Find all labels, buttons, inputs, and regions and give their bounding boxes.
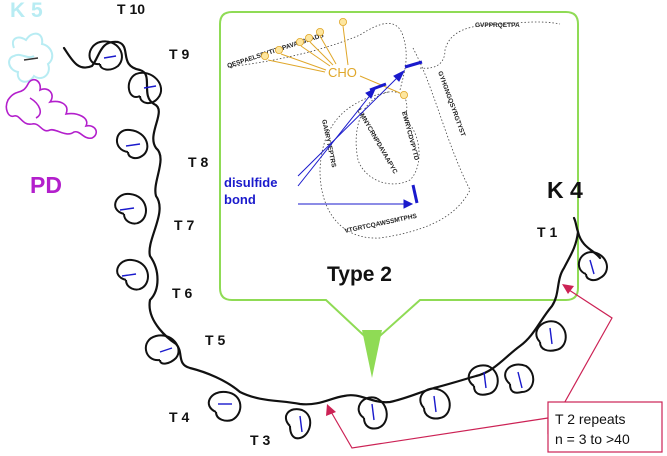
kringle-5-domain: K 5 xyxy=(8,0,54,83)
kringle-label-t1: T 1 xyxy=(537,224,557,240)
kringle-loop-t5 xyxy=(145,334,180,365)
disulfide-arrow-1 xyxy=(297,74,401,177)
kringle-label-t5: T 5 xyxy=(205,332,225,348)
kringle-loop-t8 xyxy=(116,128,149,160)
sequence-bottom: VTGRTCQAWSSMTPHS xyxy=(344,213,418,235)
kringle-label-t7: T 7 xyxy=(174,217,194,233)
protease-domain-shape xyxy=(5,78,98,140)
disulfide-arrowhead-2 xyxy=(365,88,376,99)
cho-arrow-5 xyxy=(319,35,337,65)
kringle-label-t10: T 10 xyxy=(117,1,145,17)
glyco-site-4 xyxy=(304,34,313,43)
protease-domain: PD xyxy=(5,78,98,198)
cho-arrow-3 xyxy=(300,45,331,67)
glyco-site-6 xyxy=(338,17,347,26)
kringle-bond-t2b xyxy=(433,395,437,413)
inset-title: Type 2 xyxy=(327,263,392,286)
disulfide-bar-3 xyxy=(411,184,419,204)
cho-arrows xyxy=(267,25,401,94)
disulfide-arrowhead-3 xyxy=(403,199,414,209)
glyco-site-3 xyxy=(295,38,304,47)
inset-loop-large xyxy=(319,47,471,239)
kringle-loop-t2d xyxy=(504,363,535,394)
sequence-inner: LIMNYCRNPDAVAAPYC xyxy=(355,108,398,176)
disulfide-label-line1: disulfide xyxy=(224,175,277,190)
kringle-bond-t2c xyxy=(483,371,487,389)
sequence-top-right: GVPPRQETPA xyxy=(475,22,520,29)
inset-chain-top xyxy=(227,23,407,91)
inset-pointer-arrow xyxy=(362,330,382,378)
cho-arrow-7 xyxy=(359,75,401,94)
kringle-label-t6: T 6 xyxy=(172,285,192,301)
kringle-bond-t7 xyxy=(119,207,135,211)
kringle-loop-t4 xyxy=(207,390,242,422)
disulfide-bar-2 xyxy=(369,82,387,92)
type2-inset: QESPAELSPVTITPPAVATGEADS GVPPRQETPA GYHG… xyxy=(219,11,579,378)
cho-label: CHO xyxy=(328,65,357,80)
kringle-loop-t2a xyxy=(357,396,388,430)
glyco-site-7 xyxy=(399,91,408,100)
repeat-callout-line1: T 2 repeats xyxy=(555,411,626,427)
kringle-bond-t2e xyxy=(549,327,553,345)
cho-arrow-1 xyxy=(267,59,326,73)
inset-loop-inner xyxy=(355,91,420,185)
kringle-label-t3: T 3 xyxy=(250,432,270,448)
kringle-5-bond xyxy=(23,57,39,61)
kringle-labels: T 10 T 9 T 8 T 7 T 6 T 5 T 4 T 3 T 1 xyxy=(117,1,557,448)
kringle-label-t8: T 8 xyxy=(188,154,208,170)
kringle-bond-t2d xyxy=(517,371,523,389)
sequence-left: GANPYTEPTRS xyxy=(320,119,337,169)
kringle-bond-t6 xyxy=(121,273,137,277)
kringle-label-t9: T 9 xyxy=(169,46,189,62)
kringle-bond-t9 xyxy=(143,85,157,89)
disulfide-arrows xyxy=(297,69,414,209)
kringle-loop-t3 xyxy=(284,408,312,440)
inset-chain-right xyxy=(419,21,561,69)
kringle-inner-bonds xyxy=(103,55,595,433)
glyco-site-2 xyxy=(274,46,283,55)
kringle-bond-t1 xyxy=(589,259,595,275)
repeat-arrowhead-left xyxy=(326,404,336,416)
disulfide-arrowhead-1 xyxy=(393,69,406,82)
glycosylation-sites xyxy=(260,17,408,100)
kringle-4-label: K 4 xyxy=(547,177,583,203)
kringle-bond-t2a xyxy=(371,403,375,421)
kringle-loop-t6 xyxy=(116,258,149,291)
disulfide-bar-1 xyxy=(404,60,423,69)
kringle-loop-t2c xyxy=(467,364,499,396)
kringle-loops xyxy=(88,40,608,440)
backbone-chain xyxy=(62,40,580,406)
kringle-loop-t2e xyxy=(535,320,567,352)
protease-domain-label: PD xyxy=(30,172,62,198)
glyco-site-1 xyxy=(260,52,269,61)
repeat-callout-box xyxy=(547,401,663,453)
repeat-callout: T 2 repeats n = 3 to >40 xyxy=(326,284,663,453)
cho-arrow-2 xyxy=(280,53,327,71)
sequence-right: GYHGNGQSYRGTYST xyxy=(436,70,466,137)
disulfide-arrow-2 xyxy=(297,92,373,187)
glyco-site-5 xyxy=(315,27,324,36)
kringle-loop-t9 xyxy=(127,71,163,104)
kringle-bond-t5 xyxy=(159,347,173,353)
kringle-bond-t8 xyxy=(125,143,141,147)
kringle-loop-t1 xyxy=(577,250,608,282)
kringle-label-t4: T 4 xyxy=(169,409,189,425)
cho-arrow-4 xyxy=(309,41,334,66)
repeat-arrowhead-right xyxy=(562,284,574,294)
chain-end-t1 xyxy=(572,216,602,260)
kringle-loop-t10 xyxy=(88,40,123,71)
inset-frame xyxy=(219,11,579,345)
kringle-bond-t3 xyxy=(299,415,303,433)
cho-arrow-6 xyxy=(342,25,349,66)
kringle-5-label: K 5 xyxy=(10,0,43,22)
kringle-loop-t2b xyxy=(419,387,451,420)
kringle-bond-t10 xyxy=(103,55,117,59)
kringle-5-shape xyxy=(8,32,54,83)
kringle-loop-t7 xyxy=(114,192,147,225)
repeat-callout-line2: n = 3 to >40 xyxy=(555,431,630,447)
sequence-center: EWRYCDVPYTD xyxy=(400,111,420,162)
disulfide-bonds xyxy=(369,60,423,204)
disulfide-label-line2: bond xyxy=(224,192,256,207)
